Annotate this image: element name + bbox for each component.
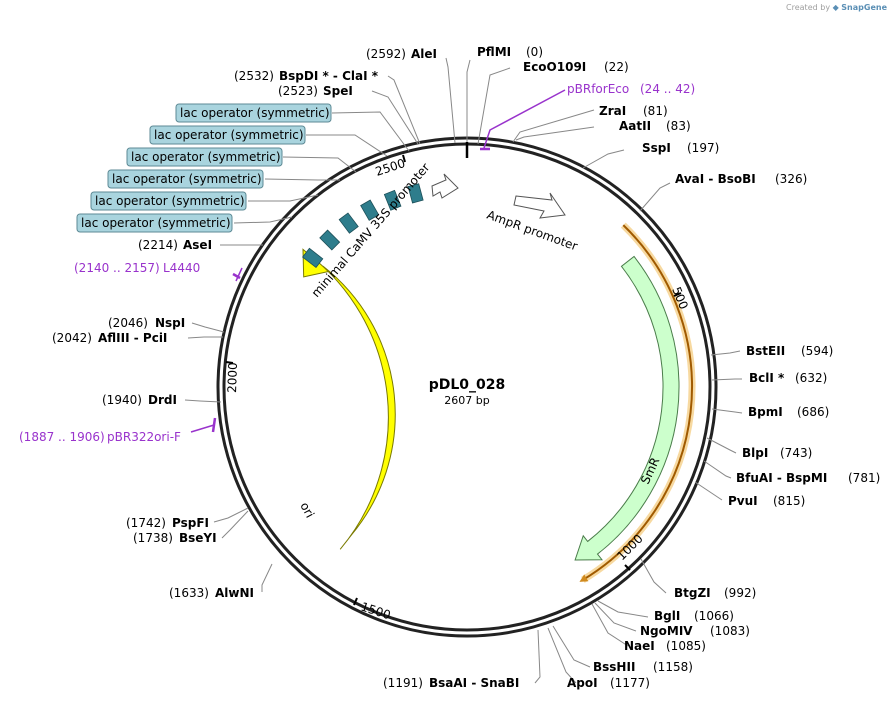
site-left[interactable]: (1738)BseYI (133, 531, 217, 545)
smr-feature-arrow[interactable] (574, 255, 680, 561)
site-right[interactable]: BglI(1066) (654, 609, 734, 623)
lac-operator-label[interactable]: lac operator (symmetric) (131, 150, 281, 164)
site-right[interactable]: BtgZI(992) (674, 586, 756, 600)
snapgene-credit: Created by ◆ SnapGene (786, 3, 887, 12)
primer-labels: pBRforEco(24 .. 42) (2140 .. 2157)L4440 … (19, 82, 695, 444)
lac-operator-box[interactable] (338, 212, 359, 234)
plasmid-length: 2607 bp (444, 394, 489, 407)
site-leader-lines (184, 57, 743, 684)
tick-label-2000: 2000 (225, 362, 240, 393)
site-right[interactable]: ApoI(1177) (567, 676, 650, 690)
right-enzyme-sites: PflMI(0) EcoO109I(22) ZraI(81) AatII(83)… (477, 45, 880, 690)
ori-feature-arrow[interactable] (302, 248, 396, 550)
site-right[interactable]: NgoMIV(1083) (640, 624, 750, 638)
plasmid-name: pDL0_028 (429, 377, 506, 393)
site-left[interactable]: (2042)AflIII - PciI (52, 331, 167, 345)
lac-operator-box[interactable] (360, 199, 380, 221)
lac-operator-box[interactable] (407, 183, 424, 204)
left-enzyme-sites: (2592)AleI (2532)BspDI * - ClaI * (2523)… (52, 47, 519, 690)
site-left[interactable]: (1633)AlwNI (169, 586, 254, 600)
credit-prefix: Created by (786, 3, 831, 12)
site-right[interactable]: AvaI - BsoBI(326) (675, 172, 807, 186)
lac-operator-boxes (302, 183, 424, 269)
lac-operator-label[interactable]: lac operator (symmetric) (154, 128, 304, 142)
site-left[interactable]: (2046)NspI (108, 316, 185, 330)
primer-label[interactable]: (1887 .. 1906)pBR322ori-F (19, 430, 181, 444)
lac-operator-label[interactable]: lac operator (symmetric) (180, 106, 330, 120)
site-right[interactable]: SspI(197) (642, 141, 719, 155)
ampr-promoter-arrow[interactable] (513, 192, 566, 219)
site-left[interactable]: (1940)DrdI (102, 393, 177, 407)
site-left[interactable]: (1742)PspFI (126, 516, 209, 530)
site-left[interactable]: (2592)AleI (366, 47, 437, 61)
credit-brand: SnapGene (841, 3, 887, 12)
site-right[interactable]: PflMI(0) (477, 45, 543, 59)
site-left[interactable]: (2214)AseI (138, 238, 212, 252)
site-right[interactable]: PvuI(815) (728, 494, 805, 508)
lac-operator-label[interactable]: lac operator (symmetric) (81, 216, 231, 230)
site-right[interactable]: BssHII(1158) (593, 660, 693, 674)
bp-tick-marks (225, 154, 682, 606)
site-right[interactable]: AatII(83) (619, 119, 691, 133)
lac-operator-label[interactable]: lac operator (symmetric) (112, 172, 262, 186)
site-right[interactable]: BpmI(686) (748, 405, 829, 419)
lac-operator-box[interactable] (383, 189, 402, 211)
lac-operator-label[interactable]: lac operator (symmetric) (95, 194, 245, 208)
lac-operator-box[interactable] (302, 247, 324, 269)
camv35s-promoter-arrow[interactable] (431, 173, 459, 199)
ori-label: ori (297, 500, 317, 520)
snapgene-logo: ◆ (832, 3, 839, 12)
primer-marks (190, 89, 566, 433)
primer-label[interactable]: pBRforEco(24 .. 42) (567, 82, 695, 96)
site-right[interactable]: ZraI(81) (599, 104, 668, 118)
tick-label-500: 500 (669, 285, 691, 311)
site-right[interactable]: BclI *(632) (749, 371, 827, 385)
site-right[interactable]: BfuAI - BspMI(781) (736, 471, 880, 485)
site-left[interactable]: (2523)SpeI (278, 84, 353, 98)
smr-orf-arrow (579, 224, 693, 582)
site-right[interactable]: NaeI(1085) (624, 639, 706, 653)
lac-operator-box[interactable] (319, 229, 341, 251)
lac-operator-labels: lac operator (symmetric) lac operator (s… (76, 103, 332, 233)
site-right[interactable]: EcoO109I(22) (523, 60, 629, 74)
primer-label[interactable]: (2140 .. 2157)L4440 (74, 261, 200, 275)
site-left[interactable]: (2532)BspDI * - ClaI * (234, 69, 379, 83)
site-left[interactable]: (1191)BsaAI - SnaBI (383, 676, 519, 690)
site-right[interactable]: BlpI(743) (742, 446, 812, 460)
site-right[interactable]: BstEII(594) (746, 344, 833, 358)
